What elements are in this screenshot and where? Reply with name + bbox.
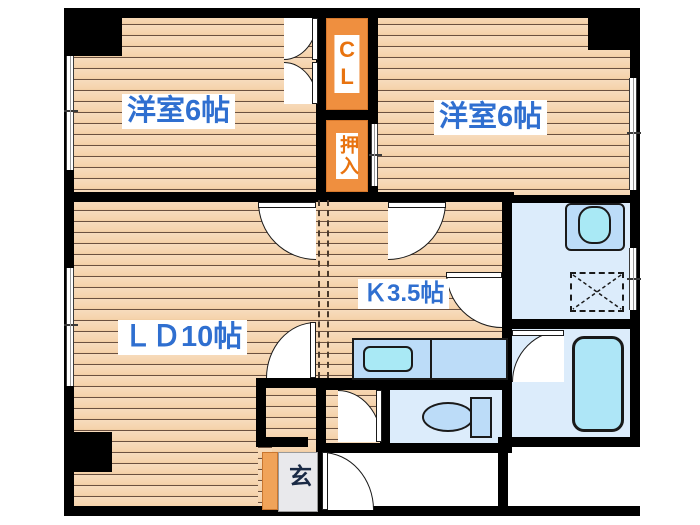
interior-wall-kitchen-bottom [326,378,382,388]
closet-cl-label: CL [334,35,360,93]
interior-wall-hall-left [256,378,266,446]
window-bedroom-right [627,78,641,190]
interior-wall-bedrooms-bottom [64,192,514,202]
interior-wall-hall-bottom [256,437,308,447]
corner-notch-bottom-left [64,432,112,472]
window-handle-tick [64,324,78,326]
exterior-wall-top [64,8,640,18]
window-living [64,268,78,386]
genkan-tile [278,452,318,512]
corner-notch-top-left [64,8,122,56]
closet-door[interactable] [284,18,318,60]
shoe-box [262,452,278,510]
exterior-wall-right-entry [498,437,508,516]
room-label-washitsu-left: 洋室6帖 [122,94,236,129]
interior-wall-hall-top [256,378,326,388]
kitchen-counter-divider [430,340,432,378]
room-label-ld: ＬＤ10帖 [118,320,248,355]
washing-machine-cross-icon [572,274,622,310]
interior-wall-bedroom-left-right [316,8,326,200]
closet-door-lower[interactable] [284,62,318,104]
sliding-partition-ld-kitchen-2 [327,200,329,378]
interior-wall-closet-right [368,8,378,200]
room-label-genkan: 玄 [289,463,312,489]
interior-wall-washroom-top [502,195,640,203]
room-label-washitsu-right: 洋室6帖 [434,100,548,135]
window-handle-tick [64,110,78,112]
kitchen-sink [363,346,413,372]
exterior-wall-left [64,8,74,516]
closet-oshiire-label: 押入 [336,133,358,179]
toilet-door[interactable] [338,390,382,442]
window-handle-tick [627,278,641,280]
window-handle-tick [369,154,382,156]
sliding-partition-ld-kitchen [318,200,320,378]
interior-wall-between-closets [316,110,378,120]
window-washroom [627,248,641,310]
wash-basin-bowl [578,206,611,244]
closet-cl[interactable]: CL [326,18,368,110]
window-handle-tick [627,132,641,134]
corner-notch-top-right [588,8,640,50]
ld-hall-door[interactable] [266,322,316,378]
window-bedroom-left [64,56,78,170]
exterior-wall-right-lower [508,437,640,447]
interior-wall-entry-right [326,443,508,453]
bathtub [572,336,624,432]
window-bedroom-right-small [369,124,382,186]
bathroom-door[interactable] [512,330,564,382]
entrance-door[interactable] [322,452,374,510]
washing-machine-space [570,272,624,312]
interior-wall-toilet-left [380,380,390,446]
interior-wall-toilet-top [326,380,512,390]
bedroom-left-door[interactable] [258,202,316,260]
exterior-wall-bottom [64,506,640,516]
interior-wall-washroom-bath [502,319,640,329]
kitchen-hall-door[interactable] [446,272,502,328]
closet-oshiire[interactable]: 押入 [326,120,368,192]
bedroom-right-door[interactable] [388,202,446,260]
interior-wall-genkan-right [316,437,326,516]
toilet-tank [470,397,492,438]
room-label-kitchen: Ｋ3.5帖 [358,279,450,309]
toilet-bowl [422,402,474,432]
